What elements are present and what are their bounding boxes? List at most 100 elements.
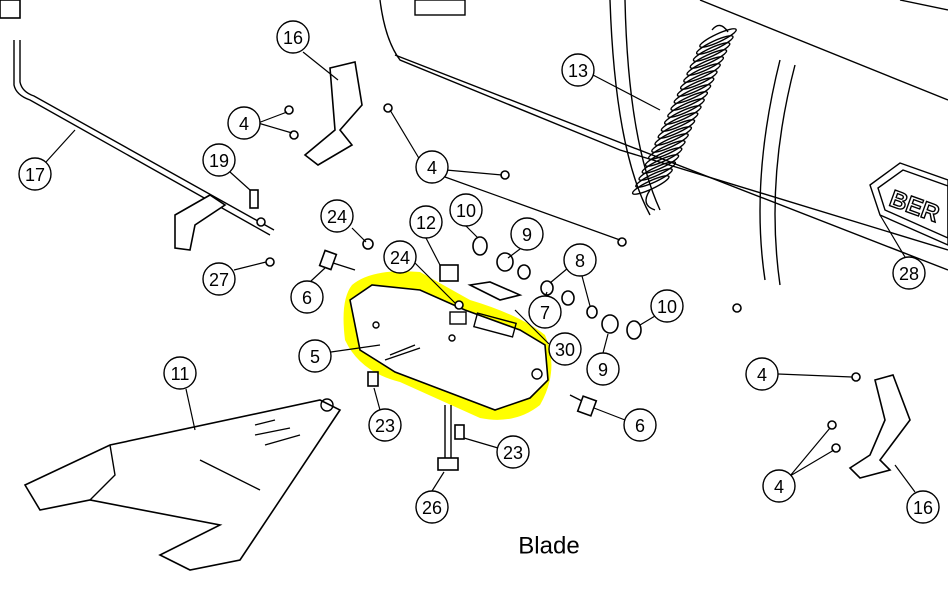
callout-label: 16: [913, 498, 933, 518]
callout-part-12: 12: [409, 205, 443, 239]
spring-coil: [660, 112, 699, 132]
callout-circle: [548, 332, 582, 366]
callout-circle: [202, 262, 236, 296]
callout-circle: [906, 490, 940, 524]
spring-coil: [673, 84, 712, 104]
callout-circle: [276, 20, 310, 54]
callout-part-8: 8: [563, 243, 597, 277]
callout-part-13: 13: [561, 53, 595, 87]
callout-label: 7: [540, 303, 550, 323]
callout-label: 8: [575, 251, 585, 271]
callout-part-24: 24: [320, 199, 354, 233]
callout-label: 4: [757, 365, 767, 385]
callout-label: 16: [283, 28, 303, 48]
callout-label: 4: [774, 477, 784, 497]
callout-circle: [650, 289, 684, 323]
callout-label: 10: [657, 297, 677, 317]
fasteners: [249, 103, 861, 471]
callout-circle: [762, 469, 796, 503]
callout-circle: [383, 240, 417, 274]
callout-part-16: 16: [276, 20, 310, 54]
callout-label: 6: [635, 416, 645, 436]
callout-circle: [415, 490, 449, 524]
callout-circle: [415, 150, 449, 184]
spring-coil: [683, 63, 721, 83]
callout-circle: [290, 280, 324, 314]
spring-coil: [654, 126, 693, 146]
spring-coil: [644, 147, 683, 167]
callout-label: 24: [327, 207, 347, 227]
callout-circle: [298, 339, 332, 373]
spring-coil: [699, 28, 737, 48]
spring-coil: [695, 35, 734, 55]
callout-part-4: 4: [227, 106, 261, 140]
callout-part-23: 23: [496, 435, 530, 469]
callout-circle: [163, 356, 197, 390]
callout-label: 17: [25, 165, 45, 185]
spring-coil: [689, 49, 728, 69]
callout-circle: [623, 408, 657, 442]
spring-coil: [679, 70, 718, 90]
callout-part-10: 10: [650, 289, 684, 323]
callout-part-7: 7: [528, 295, 562, 329]
callout-label: 19: [209, 151, 229, 171]
callout-part-17: 17: [18, 157, 52, 191]
callout-circle: [368, 408, 402, 442]
callout-label: 28: [899, 264, 919, 284]
callout-label: 10: [456, 201, 476, 221]
callout-circle: [745, 357, 779, 391]
spring-coil: [647, 140, 686, 160]
callout-part-19: 19: [202, 143, 236, 177]
callout-part-4: 4: [762, 469, 796, 503]
leader-lines: [45, 51, 916, 493]
callout-circle: [563, 243, 597, 277]
callout-part-4: 4: [415, 150, 449, 184]
shoe-left: [303, 61, 363, 166]
spring-coil: [651, 133, 689, 153]
callout-label: 27: [209, 270, 229, 290]
callout-part-28: 28: [892, 256, 926, 290]
callout-part-23: 23: [368, 408, 402, 442]
callout-circle: [528, 295, 562, 329]
blade-moldboard: BER: [379, 0, 948, 286]
callout-label: 30: [555, 340, 575, 360]
callout-label: 23: [375, 416, 395, 436]
spring-part: [631, 24, 737, 211]
lift-rod: [0, 0, 275, 251]
spring-coil: [663, 105, 702, 125]
callout-part-30: 30: [548, 332, 582, 366]
spring-coil: [631, 175, 670, 195]
callout-part-9: 9: [510, 217, 544, 251]
callout-circle: [892, 256, 926, 290]
callout-label: 24: [390, 248, 410, 268]
callout-circle: [320, 199, 354, 233]
mounting-plate: [349, 284, 549, 411]
callout-circle: [510, 217, 544, 251]
callout-circle: [449, 193, 483, 227]
callout-part-16: 16: [906, 490, 940, 524]
callout-part-5: 5: [298, 339, 332, 373]
spring-coil: [657, 119, 696, 139]
callout-label: 4: [427, 158, 437, 178]
callout-part-11: 11: [163, 356, 197, 390]
callout-label: 11: [171, 364, 190, 384]
callout-circle: [496, 435, 530, 469]
callout-circle: [586, 352, 620, 386]
callout-label: 23: [503, 443, 523, 463]
callout-label: 9: [598, 360, 608, 380]
callout-part-9: 9: [586, 352, 620, 386]
a-frame: [23, 398, 342, 571]
callout-part-26: 26: [415, 490, 449, 524]
diagram-title: Blade: [518, 533, 579, 560]
callout-part-24: 24: [383, 240, 417, 274]
callout-part-10: 10: [449, 193, 483, 227]
callout-label: 5: [310, 347, 320, 367]
spring-coil: [670, 91, 709, 111]
callout-part-4: 4: [745, 357, 779, 391]
callout-label: 13: [568, 61, 588, 81]
spring-coil: [667, 98, 705, 118]
callout-label: 9: [522, 225, 532, 245]
spring-coil: [686, 56, 725, 76]
callout-label: 6: [302, 288, 312, 308]
